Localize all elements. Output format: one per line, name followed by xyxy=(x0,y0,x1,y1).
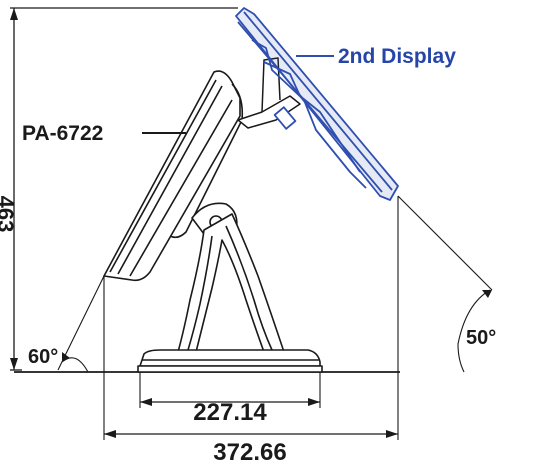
second-display-mount-plate xyxy=(273,106,297,130)
second-display-rear-detail xyxy=(263,61,361,173)
second-display-label: 2nd Display xyxy=(338,45,456,68)
base-body xyxy=(139,349,321,367)
main-monitor xyxy=(103,70,244,282)
base-width-arrow-right xyxy=(308,398,320,406)
base-width-label: 227.14 xyxy=(193,399,267,426)
second-display-panel xyxy=(235,7,399,201)
second-display-front-edge xyxy=(243,11,393,191)
height-arrow-top xyxy=(10,8,18,20)
right-tilt-extension xyxy=(397,195,493,291)
left-tilt-extension xyxy=(57,275,105,371)
right-angle-arrow xyxy=(482,290,492,298)
left-angle-label: 60° xyxy=(28,346,58,368)
stand-outer xyxy=(177,213,285,353)
height-arrow-bottom xyxy=(10,358,18,370)
total-width-arrow-left xyxy=(104,430,116,438)
second-display-back-edge xyxy=(237,21,383,193)
total-width-label: 372.66 xyxy=(213,439,286,466)
base-foot xyxy=(137,365,323,373)
stand-inner-left xyxy=(187,235,213,351)
base xyxy=(137,349,323,373)
height-value-label: 463 xyxy=(0,196,18,233)
right-angle-label: 50° xyxy=(466,327,496,349)
stand-column xyxy=(177,213,285,353)
total-width-arrow-right xyxy=(386,430,398,438)
angle-lines xyxy=(57,195,493,440)
second-display xyxy=(235,7,399,201)
main-display-back-line xyxy=(129,99,233,277)
main-display-rear-housing xyxy=(169,83,244,239)
stand-inner-right xyxy=(225,225,273,351)
main-display-inner-line xyxy=(117,85,223,275)
main-model-label: PA-6722 xyxy=(22,122,103,145)
left-angle-arrow xyxy=(62,352,70,362)
height-dimension xyxy=(10,7,238,371)
right-angle-arc xyxy=(457,289,491,373)
main-display-bezel-line xyxy=(109,79,217,273)
base-width-arrow-left xyxy=(140,398,152,406)
